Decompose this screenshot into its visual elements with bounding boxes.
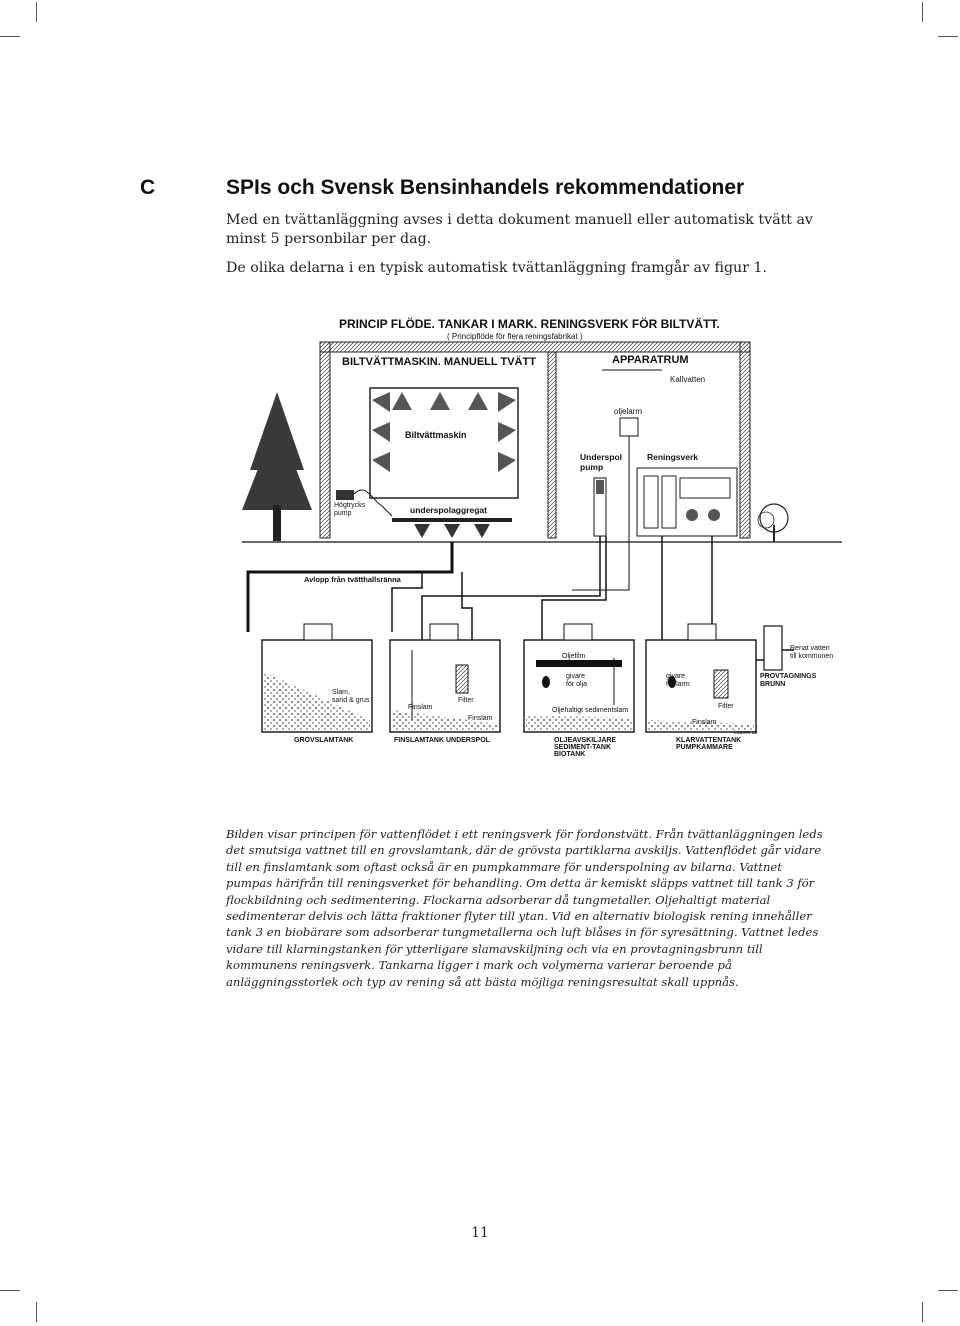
spray-nozzle-icon bbox=[498, 392, 516, 412]
hp-pump-label: Högtrycks bbox=[334, 502, 366, 509]
tank-grovslam bbox=[261, 623, 373, 733]
filter-label: Filter bbox=[458, 697, 474, 704]
drain-label: Avlopp från tvätthallsränna bbox=[304, 575, 402, 584]
underspray-pump-label: Underspol bbox=[580, 452, 622, 462]
tank-label: SEDIMENT-TANK bbox=[554, 744, 611, 751]
spray-nozzle-icon bbox=[430, 392, 450, 410]
spray-nozzle-icon bbox=[498, 422, 516, 442]
tree-icon bbox=[757, 503, 789, 542]
underspray-nozzle-icon bbox=[444, 524, 460, 538]
cleaning-plant bbox=[636, 467, 738, 537]
alarm-sensor-icon bbox=[668, 676, 676, 688]
crop-mark bbox=[36, 2, 37, 22]
flow-diagram: PRINCIP FLÖDE. TANKAR I MARK. RENINGSVER… bbox=[242, 316, 842, 758]
treated-water-label: Renat vatten bbox=[790, 645, 830, 652]
cleaning-plant-label: Reningsverk bbox=[647, 452, 698, 462]
intro-paragraph: Med en tvättanläggning avses i detta dok… bbox=[226, 212, 813, 247]
tank-finslam bbox=[389, 623, 501, 733]
oily-sludge-label: Oljehaltigt sedimentslam bbox=[552, 707, 628, 714]
diagram-title: PRINCIP FLÖDE. TANKAR I MARK. RENINGSVER… bbox=[339, 316, 720, 331]
spray-nozzle-icon bbox=[372, 422, 390, 442]
wash-hall-label: BILTVÄTTMASKIN. MANUELL TVÄTT bbox=[342, 355, 536, 368]
spray-nozzle-icon bbox=[468, 392, 488, 410]
pump-icon bbox=[336, 490, 354, 500]
sampling-well-label: PROVTAGNINGS bbox=[760, 673, 817, 680]
tank-klarvatten bbox=[645, 623, 757, 733]
tank-label: KLARVATTENTANK bbox=[676, 737, 741, 744]
treated-water-label: till kommunen bbox=[790, 653, 833, 660]
tank-label: BIOTANK bbox=[554, 751, 585, 758]
page-number: 11 bbox=[471, 1225, 489, 1241]
oil-sensor-icon bbox=[542, 676, 550, 688]
cold-water-label: Kallvatten bbox=[670, 375, 705, 384]
credit-label: Lauson ab bbox=[734, 730, 758, 736]
hp-pump-label: pump bbox=[334, 510, 352, 517]
equipment-room-label: APPARATRUM bbox=[612, 354, 689, 366]
oil-alarm-label: oljelarm bbox=[614, 407, 642, 416]
crop-mark bbox=[0, 36, 20, 37]
tank-label: OLJEAVSKILJARE bbox=[554, 737, 616, 744]
crop-mark bbox=[36, 1302, 37, 1322]
spray-nozzle-icon bbox=[372, 392, 390, 412]
crop-mark bbox=[922, 1302, 923, 1322]
figure-caption: Bilden visar principen för vattenflödet … bbox=[226, 827, 823, 989]
spray-nozzle-icon bbox=[498, 452, 516, 472]
pipe bbox=[421, 536, 601, 640]
section-heading: SPIs och Svensk Bensinhandels rekommenda… bbox=[226, 176, 745, 199]
fine-sludge-label: Finslam bbox=[408, 704, 433, 711]
flow-diagram-figure: PRINCIP FLÖDE. TANKAR I MARK. RENINGSVER… bbox=[242, 310, 842, 760]
spray-nozzle-icon bbox=[372, 452, 390, 472]
intro-paragraph: De olika delarna i en typisk automatisk … bbox=[226, 260, 768, 276]
tank-oljeavskiljare bbox=[523, 623, 635, 733]
underspray-pump-label: pump bbox=[580, 462, 603, 472]
oil-sensor-label: givare bbox=[566, 673, 585, 680]
sludge-label: sand & grus bbox=[332, 697, 370, 704]
crop-mark bbox=[0, 1290, 20, 1291]
sludge-label: Slam, bbox=[332, 689, 350, 696]
wash-machine bbox=[369, 387, 519, 499]
crop-mark bbox=[938, 1290, 958, 1291]
underspray-aggregate-label: underspolaggregat bbox=[410, 505, 487, 515]
drain-pipe bbox=[246, 542, 454, 632]
alarm-sensor-label: givare bbox=[666, 673, 685, 680]
oil-film-label: Oljefilm bbox=[562, 653, 586, 660]
filter-label: Filter bbox=[718, 703, 734, 710]
alarm-sensor-label: för larm bbox=[666, 681, 690, 688]
wash-machine-label: Biltvättmaskin bbox=[405, 430, 467, 440]
sampling-well bbox=[756, 625, 794, 671]
crop-mark bbox=[922, 2, 923, 22]
fine-sludge-label: Finslam bbox=[692, 719, 717, 726]
tank-label: PUMPKAMMARE bbox=[676, 744, 733, 751]
sampling-well-label: BRUNN bbox=[760, 681, 785, 688]
tank-label: FINSLAMTANK UNDERSPOL bbox=[394, 737, 491, 744]
spray-nozzle-icon bbox=[392, 392, 412, 410]
diagram-subtitle: ( Principflöde för flera reningsfabrikat… bbox=[447, 332, 583, 341]
building bbox=[242, 341, 842, 543]
oil-alarm-box bbox=[619, 417, 639, 437]
pipe bbox=[541, 536, 607, 640]
tree-icon bbox=[242, 392, 312, 541]
tank-label: GROVSLAMTANK bbox=[294, 737, 353, 744]
underspray-nozzle-icon bbox=[474, 524, 490, 538]
section-letter: C bbox=[140, 176, 156, 199]
oil-sensor-label: för olja bbox=[566, 681, 587, 688]
fine-sludge-label: Finslam bbox=[468, 715, 493, 722]
crop-mark bbox=[938, 36, 958, 37]
underspray-nozzle-icon bbox=[414, 524, 430, 538]
